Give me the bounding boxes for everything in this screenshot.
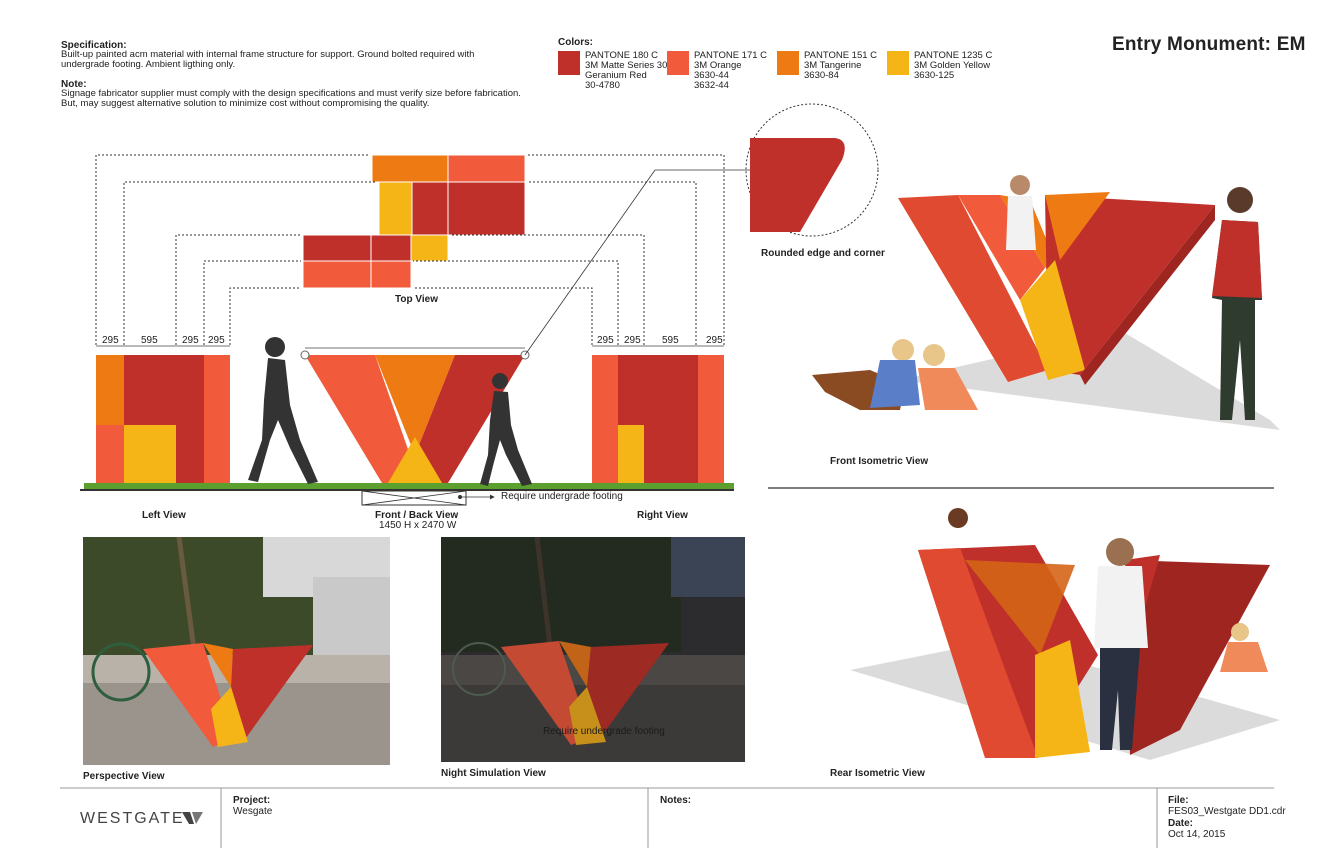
page-title: Entry Monument: EM — [1112, 34, 1306, 55]
swatch-box — [887, 51, 909, 75]
color-line: 3M Tangerine — [804, 60, 862, 71]
dim-right-1: 295 — [597, 335, 614, 346]
date-value: Oct 14, 2015 — [1168, 829, 1226, 840]
title-block-lines — [60, 787, 1274, 848]
color-line: PANTONE 151 C — [804, 50, 878, 61]
colors-heading: Colors: — [558, 37, 593, 48]
top-view-label: Top View — [395, 294, 438, 305]
note-heading: Note: — [61, 79, 87, 90]
right-view-label: Right View — [637, 510, 688, 521]
dim-left-2: 595 — [141, 335, 158, 346]
left-view-label: Left View — [142, 510, 186, 521]
color-label-2: PANTONE 171 C 3M Orange 3630-44 3632-44 — [694, 51, 767, 91]
project-value: Wesgate — [233, 806, 273, 817]
night-photo: Require undergrade footing — [441, 537, 745, 762]
front-isometric-label: Front Isometric View — [830, 456, 929, 467]
color-line: 3M Golden Yellow — [914, 60, 991, 71]
color-label-1: PANTONE 180 C 3M Matte Series 30 Geraniu… — [585, 51, 667, 91]
perspective-label: Perspective View — [83, 771, 165, 782]
color-line: 3M Orange — [694, 60, 742, 71]
silhouette-figures — [248, 337, 532, 486]
rear-isometric-label: Rear Isometric View — [830, 768, 925, 779]
rounded-corner-label: Rounded edge and corner — [761, 248, 885, 259]
color-swatch-4 — [887, 51, 909, 75]
notes-label: Notes: — [660, 795, 692, 806]
color-swatch-2 — [667, 51, 689, 75]
color-line: 3M Matte Series 30 — [585, 60, 668, 71]
rear-isometric-drawing — [850, 508, 1280, 760]
color-line: PANTONE 171 C — [694, 50, 768, 61]
night-label: Night Simulation View — [441, 768, 546, 779]
note-text: Signage fabricator supplier must comply … — [61, 88, 521, 109]
color-line: 3632-44 — [694, 80, 729, 91]
color-line: PANTONE 1235 C — [914, 50, 993, 61]
spec-heading: Specification: — [61, 40, 127, 51]
spec-text: Built-up painted acm material with inter… — [61, 49, 475, 70]
color-line: 3630-84 — [804, 70, 839, 81]
dim-left-4: 295 — [208, 335, 225, 346]
dim-left-1: 295 — [102, 335, 119, 346]
date-label: Date: — [1168, 818, 1194, 829]
color-line: PANTONE 180 C — [585, 50, 659, 61]
color-label-4: PANTONE 1235 C 3M Golden Yellow 3630-125 — [914, 51, 992, 81]
color-label-3: PANTONE 151 C 3M Tangerine 3630-84 — [804, 51, 877, 81]
swatch-box — [558, 51, 580, 75]
color-line: 3630-125 — [914, 70, 955, 81]
footing-label: Require undergrade footing — [501, 491, 623, 502]
dim-left-3: 295 — [182, 335, 199, 346]
front-size-label: 1450 H x 2470 W — [379, 520, 457, 531]
dim-right-2: 295 — [624, 335, 641, 346]
dim-right-3: 595 — [662, 335, 679, 346]
top-view-drawing — [302, 154, 526, 289]
color-swatch-3 — [777, 51, 799, 75]
dim-right-4: 295 — [706, 335, 723, 346]
perspective-photo — [83, 537, 390, 765]
color-line: 30-4780 — [585, 80, 620, 91]
front-view-label: Front / Back View — [375, 510, 459, 521]
westgate-logo: WESTGATE — [80, 810, 185, 827]
westgate-logo-mark — [182, 812, 203, 824]
color-line: 3630-44 — [694, 70, 729, 81]
swatch-box — [667, 51, 689, 75]
left-view-drawing — [96, 345, 230, 488]
footing-drawing — [361, 490, 495, 506]
color-line: Geranium Red — [585, 70, 647, 81]
file-label: File: — [1168, 795, 1189, 806]
front-isometric-drawing — [812, 175, 1280, 430]
rounded-corner-detail — [745, 103, 879, 237]
file-value: FES03_Westgate DD1.cdr — [1168, 806, 1286, 817]
right-view-drawing — [592, 345, 724, 488]
ground-line — [80, 483, 734, 491]
swatch-box — [777, 51, 799, 75]
project-label: Project: — [233, 795, 271, 806]
color-swatch-1 — [558, 51, 580, 75]
night-overlay-text: Require undergrade footing — [543, 726, 665, 737]
